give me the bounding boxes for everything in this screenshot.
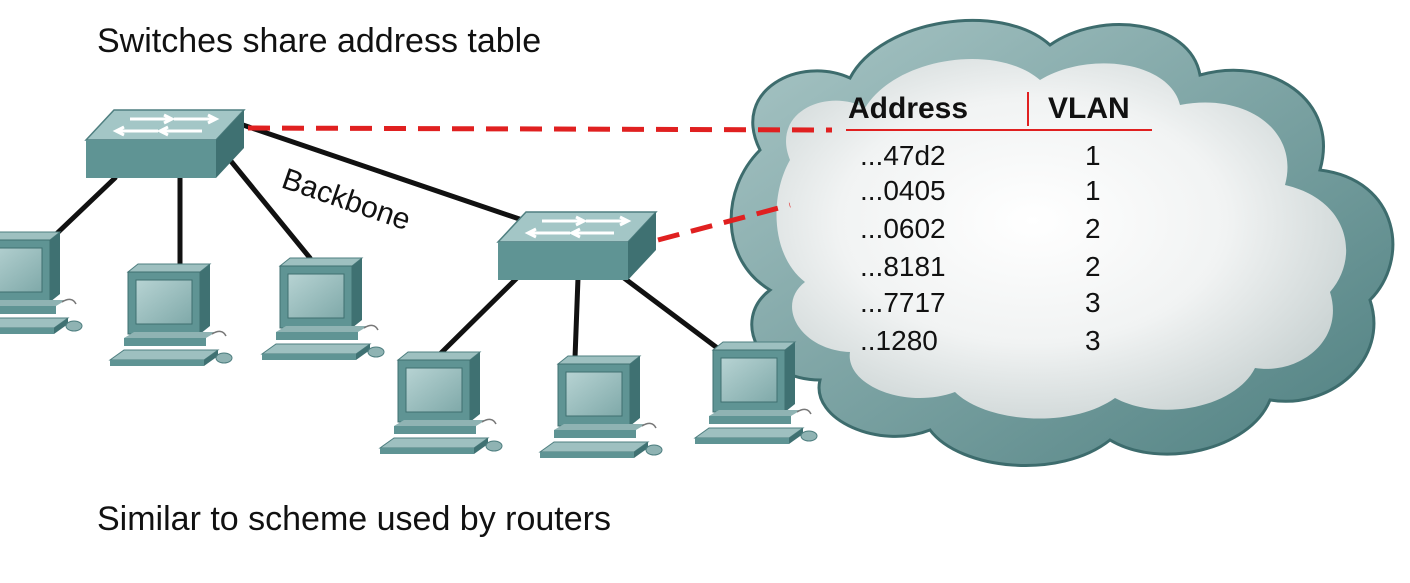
table-cell-vlan: 1 (1085, 140, 1101, 171)
backbone-link (240, 122, 543, 229)
table-cell-address: ...7717 (860, 287, 946, 318)
table-header-vlan: VLAN (1048, 92, 1130, 125)
switch-icon (84, 108, 246, 180)
table-cell-vlan: 2 (1085, 213, 1101, 244)
table-cell-vlan: 1 (1085, 175, 1101, 206)
dashed-link-switch2 (657, 202, 791, 243)
network-links (47, 122, 723, 361)
cloud-icon (729, 18, 1395, 467)
table-cell-address: ...8181 (860, 251, 946, 282)
top-caption: Switches share address table (97, 22, 542, 60)
table-cell-vlan: 2 (1085, 251, 1101, 282)
workstation-icon (0, 231, 83, 335)
link-switch1-pc1 (47, 175, 118, 243)
table-cell-address: ...0405 (860, 175, 946, 206)
backbone-label: Backbone (278, 162, 415, 237)
workstation-icon (539, 355, 663, 459)
dashed-links (247, 125, 833, 243)
link-switch2-pc6 (617, 272, 723, 353)
table-cell-address: ..1280 (860, 325, 938, 356)
workstation-icon (379, 351, 503, 455)
address-table: Address VLAN ...47d2 1 ...0405 1 ...0602… (846, 92, 1152, 356)
workstation-icon (261, 257, 385, 361)
link-switch2-pc5 (572, 275, 581, 361)
dashed-link-switch1 (247, 125, 833, 133)
table-cell-vlan: 3 (1085, 287, 1101, 318)
link-switch2-pc4 (437, 272, 523, 357)
table-cell-address: ...47d2 (860, 140, 946, 171)
table-header-address: Address (848, 92, 968, 125)
workstation-icon (109, 263, 233, 367)
switch-icon (496, 210, 658, 282)
table-cell-vlan: 3 (1085, 325, 1101, 356)
link-switch1-pc3 (227, 157, 313, 261)
table-cell-address: ...0602 (860, 213, 946, 244)
bottom-caption: Similar to scheme used by routers (97, 500, 611, 538)
